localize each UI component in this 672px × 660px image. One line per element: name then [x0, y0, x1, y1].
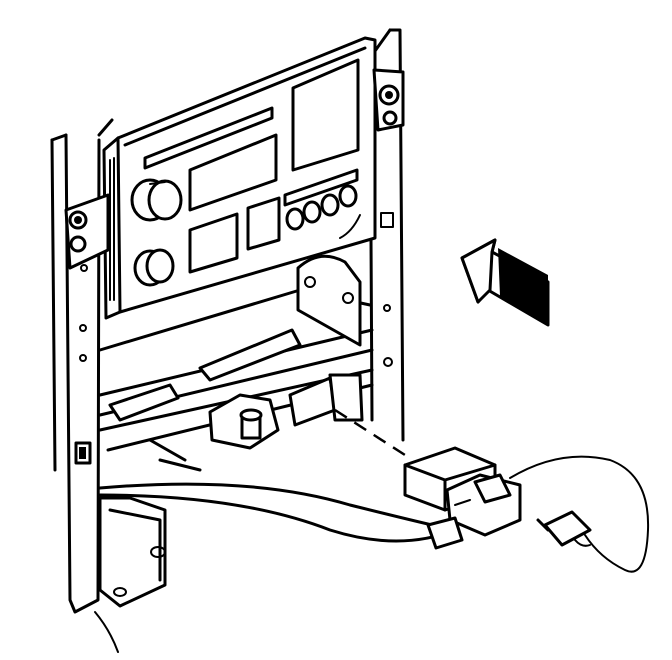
- connection-guide-line: [334, 408, 406, 457]
- radio-faceplate: [64, 36, 405, 320]
- display-window-right: [291, 58, 360, 172]
- direction-arrow: [460, 238, 550, 327]
- volume-knob: [130, 178, 183, 222]
- cassette-slot: [143, 106, 274, 170]
- antenna-lead: [509, 455, 650, 573]
- wiring-harness: [98, 482, 464, 550]
- support-shelf: [98, 254, 374, 472]
- tuning-knob: [133, 248, 175, 287]
- display-window: [188, 133, 278, 212]
- preset-buttons: [285, 184, 358, 231]
